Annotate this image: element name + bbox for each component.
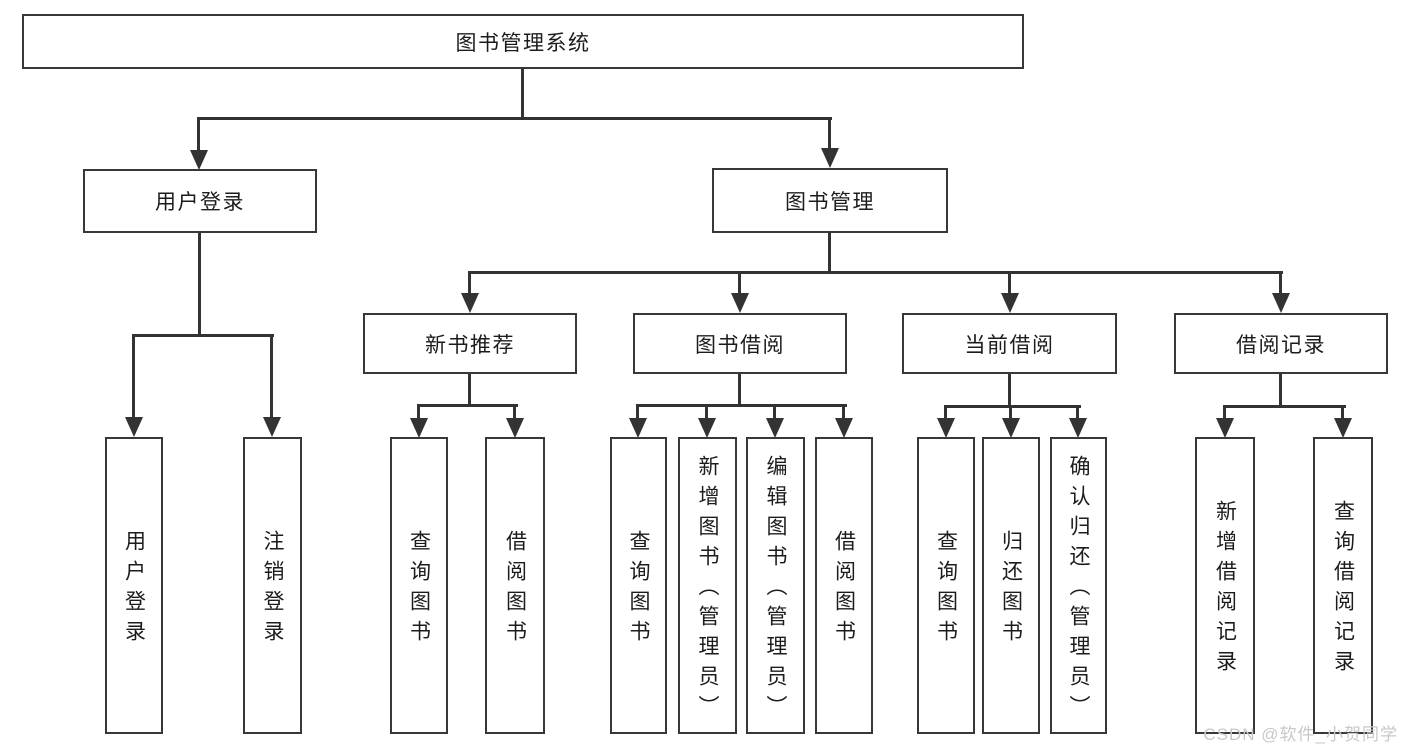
node-book-borrow: 图书借阅 [633, 313, 847, 374]
arrowhead-add-record [1216, 418, 1234, 438]
leaf-user-login-label: 用户登录 [122, 530, 146, 650]
leaf-query-borrow-record: 查询借阅记录 [1313, 437, 1373, 734]
connector-login-stem [198, 233, 201, 336]
node-new-book-recommend-label: 新书推荐 [425, 333, 515, 357]
leaf-current-query-books: 查询图书 [917, 437, 975, 734]
arrowhead-add-books [698, 418, 716, 438]
arrowhead-new-book [461, 293, 479, 313]
connector-root-stem [521, 69, 524, 120]
connector-to-leaf-user-login [132, 334, 135, 418]
connector-to-return-books [1009, 405, 1012, 419]
leaf-logout: 注销登录 [243, 437, 302, 734]
node-current-borrow-label: 当前借阅 [964, 333, 1055, 357]
leaf-logout-label: 注销登录 [261, 530, 284, 650]
arrowhead-edit-books [766, 418, 784, 438]
leaf-borrow-query-books: 查询图书 [610, 437, 667, 734]
node-user-login-label: 用户登录 [155, 191, 245, 214]
connector-to-edit-books [773, 404, 776, 419]
leaf-add-borrow-record-label: 新增借阅记录 [1213, 500, 1237, 680]
arrowhead-current-borrow [1001, 293, 1019, 313]
arrowhead-query-record [1334, 418, 1352, 438]
node-root: 图书管理系统 [22, 14, 1024, 69]
leaf-query-borrow-record-label: 查询借阅记录 [1331, 500, 1355, 680]
connector-current-branch [944, 405, 1081, 408]
leaf-add-books-admin-label: 新增图书（管理员） [696, 455, 719, 725]
connector-recommend-branch [417, 404, 518, 407]
node-new-book-recommend: 新书推荐 [363, 313, 577, 374]
connector-to-borrow-query [636, 404, 639, 419]
connector-to-recommend-query [417, 404, 420, 419]
connector-to-borrow-books [842, 404, 845, 419]
arrowhead-recommend-borrow [506, 418, 524, 438]
leaf-recommend-query-books: 查询图书 [390, 437, 448, 734]
leaf-add-books-admin: 新增图书（管理员） [678, 437, 737, 734]
connector-to-current-query [944, 405, 947, 419]
connector-to-new-book [468, 271, 471, 295]
leaf-add-borrow-record: 新增借阅记录 [1195, 437, 1255, 734]
connector-recommend-stem [468, 374, 471, 407]
arrowhead-recommend-query [410, 418, 428, 438]
arrowhead-confirm-return [1069, 418, 1087, 438]
arrowhead-book-borrow [731, 293, 749, 313]
arrowhead-leaf-user-login [125, 417, 143, 437]
node-user-login: 用户登录 [83, 169, 317, 233]
node-borrow-records: 借阅记录 [1174, 313, 1388, 374]
node-book-management: 图书管理 [712, 168, 948, 233]
leaf-recommend-query-books-label: 查询图书 [407, 530, 431, 650]
connector-login-branch [132, 334, 274, 337]
leaf-current-query-books-label: 查询图书 [934, 530, 958, 650]
connector-to-book-borrow [738, 271, 741, 295]
connector-to-borrow-records [1279, 271, 1282, 295]
connector-root-branch [198, 117, 832, 120]
leaf-edit-books-admin-label: 编辑图书（管理员） [764, 455, 787, 725]
leaf-recommend-borrow-books: 借阅图书 [485, 437, 545, 734]
connector-to-current-borrow [1008, 271, 1011, 295]
leaf-return-books: 归还图书 [982, 437, 1040, 734]
arrowhead-borrow-books [835, 418, 853, 438]
connector-records-stem [1279, 374, 1282, 408]
leaf-return-books-label: 归还图书 [999, 530, 1023, 650]
connector-mgmt-branch [468, 271, 1283, 274]
node-root-label: 图书管理系统 [455, 31, 591, 55]
leaf-borrow-books-label: 借阅图书 [832, 530, 856, 650]
arrowhead-borrow-query [629, 418, 647, 438]
arrowhead-leaf-logout [263, 417, 281, 437]
arrowhead-user-login [190, 150, 208, 170]
connector-to-add-books [705, 404, 708, 419]
arrowhead-return-books [1002, 418, 1020, 438]
connector-to-recommend-borrow [513, 404, 516, 419]
leaf-borrow-books: 借阅图书 [815, 437, 873, 734]
connector-to-book-management [828, 117, 831, 150]
connector-borrow-branch [636, 404, 847, 407]
connector-current-stem [1008, 374, 1011, 408]
node-book-borrow-label: 图书借阅 [695, 333, 785, 357]
connector-records-branch [1223, 405, 1346, 408]
leaf-edit-books-admin: 编辑图书（管理员） [746, 437, 805, 734]
connector-to-user-login [197, 117, 200, 152]
node-book-management-label: 图书管理 [785, 190, 875, 214]
node-current-borrow: 当前借阅 [902, 313, 1117, 374]
connector-mgmt-stem [828, 233, 831, 274]
arrowhead-book-management [821, 148, 839, 168]
leaf-confirm-return-admin: 确认归还（管理员） [1050, 437, 1107, 734]
csdn-watermark: CSDN @软件_小贺同学 [1203, 725, 1398, 744]
leaf-borrow-query-books-label: 查询图书 [627, 530, 650, 650]
connector-to-leaf-logout [270, 334, 273, 418]
arrowhead-current-query [937, 418, 955, 438]
leaf-recommend-borrow-books-label: 借阅图书 [503, 530, 527, 650]
arrowhead-borrow-records [1272, 293, 1290, 313]
connector-to-confirm-return [1076, 405, 1079, 419]
node-borrow-records-label: 借阅记录 [1236, 333, 1326, 357]
connector-to-add-record [1223, 405, 1226, 419]
leaf-user-login: 用户登录 [105, 437, 163, 734]
connector-to-query-record [1341, 405, 1344, 419]
connector-borrow-stem [738, 374, 741, 407]
leaf-confirm-return-admin-label: 确认归还（管理员） [1067, 455, 1090, 725]
